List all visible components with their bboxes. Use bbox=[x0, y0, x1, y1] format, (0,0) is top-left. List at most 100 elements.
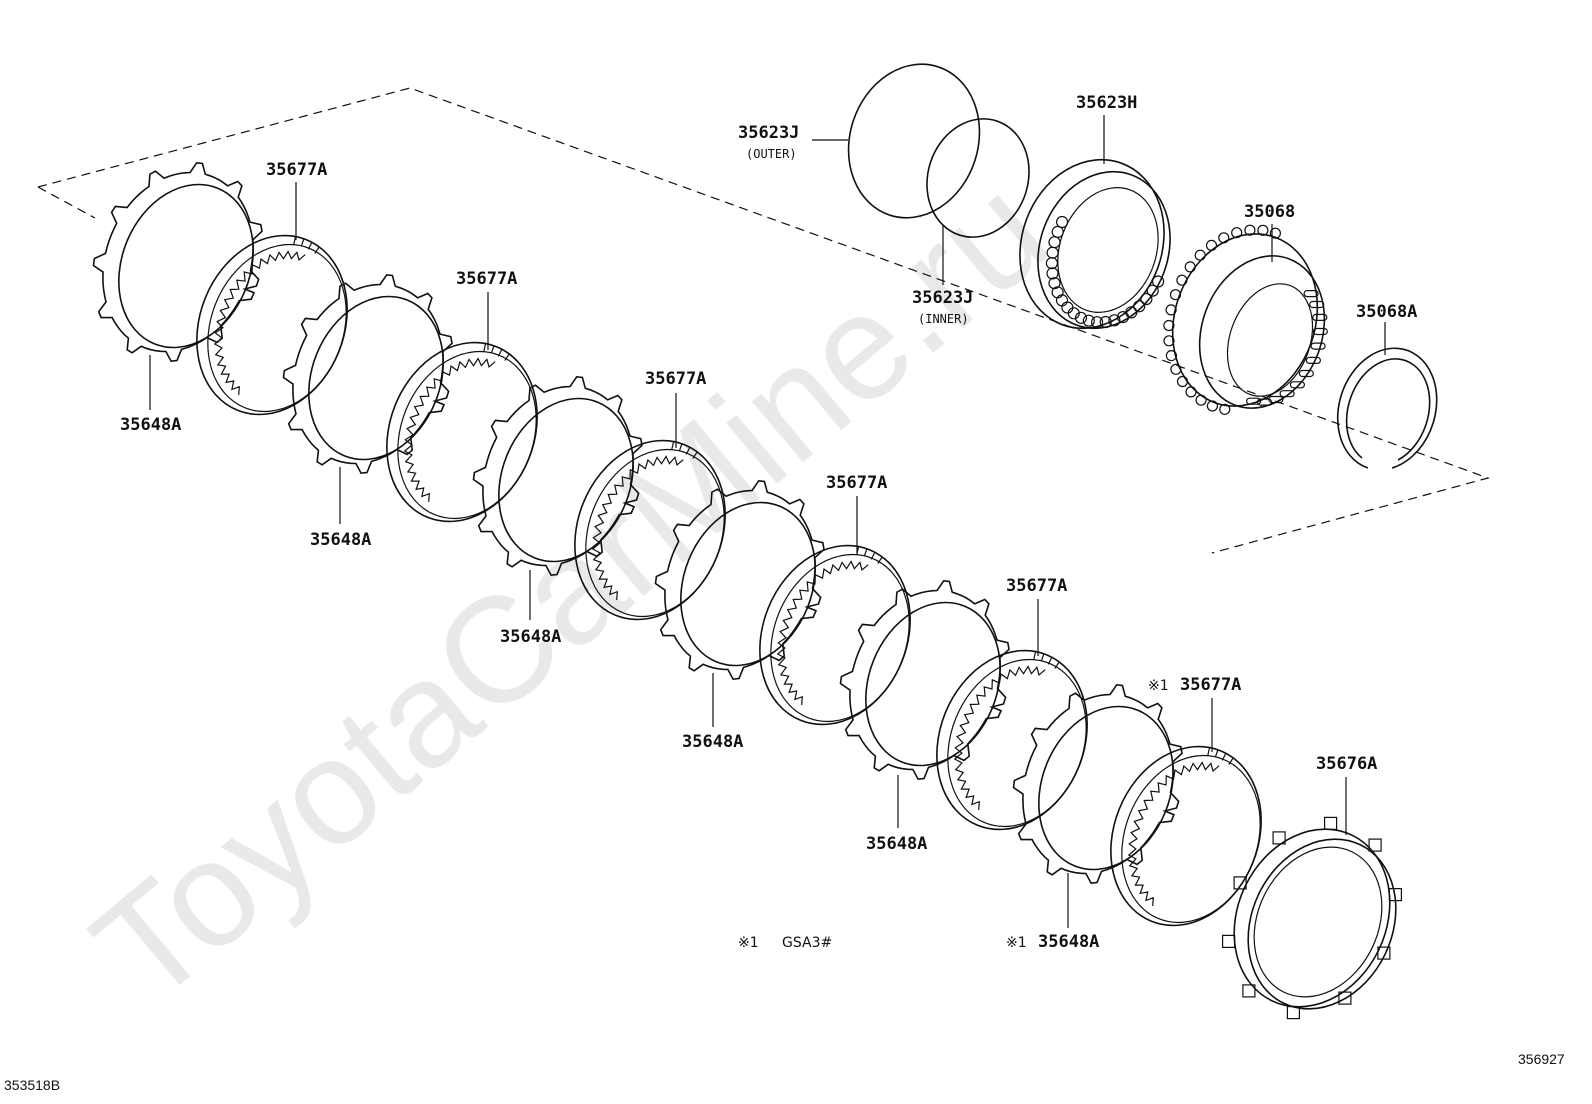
piston-hole bbox=[1099, 315, 1112, 329]
outer-seal-ring bbox=[847, 63, 981, 219]
drum-lug bbox=[1184, 261, 1196, 273]
flange-lug bbox=[1221, 934, 1236, 949]
callout-35648a-1: 35648A bbox=[120, 415, 181, 435]
piston-hole bbox=[1051, 286, 1064, 299]
drum-lug bbox=[1231, 227, 1243, 239]
leader-lines bbox=[149, 115, 1386, 928]
flange-lug bbox=[1272, 831, 1286, 845]
piston-hole bbox=[1140, 292, 1153, 306]
callout-35648a-4: 35648A bbox=[682, 732, 743, 752]
callout-35677a-1: 35677A bbox=[266, 160, 327, 180]
return-spring bbox=[1298, 369, 1314, 378]
callout-35676a: 35676A bbox=[1316, 754, 1377, 774]
flange-lug bbox=[1377, 946, 1391, 960]
drum-lug bbox=[1165, 350, 1178, 362]
drum-lug bbox=[1185, 386, 1197, 398]
piston-hole bbox=[1082, 314, 1095, 327]
piston-hole bbox=[1090, 316, 1104, 329]
flange-lug bbox=[1368, 838, 1382, 852]
drum-lug bbox=[1176, 274, 1188, 286]
piston-hole bbox=[1061, 301, 1074, 314]
steel-plate bbox=[1012, 683, 1183, 885]
callout-35623j-inner: 35623J bbox=[912, 288, 973, 308]
drum-lug bbox=[1219, 403, 1231, 415]
callout-35677a-6-mark: ※1 bbox=[1148, 678, 1169, 694]
flange-plate-35676a bbox=[1221, 816, 1403, 1020]
flange-lug bbox=[1338, 991, 1352, 1005]
return-spring bbox=[1309, 300, 1325, 309]
flange-lug bbox=[1233, 876, 1247, 890]
piston-hole bbox=[1133, 300, 1146, 313]
footnote-mark: ※1 bbox=[738, 935, 759, 951]
piston-hole bbox=[1051, 225, 1064, 238]
callout-35677a-4: 35677A bbox=[826, 473, 887, 493]
drum-lug bbox=[1165, 304, 1177, 316]
drum-lug bbox=[1195, 394, 1207, 406]
steel-plate bbox=[92, 161, 263, 363]
flange-lug bbox=[1388, 887, 1403, 902]
piston-hole bbox=[1108, 314, 1121, 327]
callout-35648a-3: 35648A bbox=[500, 627, 561, 647]
drum-lug bbox=[1169, 289, 1182, 301]
clutch-drum-35068 bbox=[1163, 224, 1328, 415]
callout-35623j-outer: 35623J bbox=[738, 123, 799, 143]
friction-disc bbox=[386, 341, 538, 523]
callout-35677a-2: 35677A bbox=[456, 269, 517, 289]
drum-lug bbox=[1170, 363, 1182, 375]
piston-hole bbox=[1146, 284, 1159, 297]
group-outline-dashed-tick bbox=[37, 186, 96, 219]
footnote-text: GSA3# bbox=[782, 935, 832, 951]
return-spring bbox=[1279, 390, 1295, 398]
steel-plate bbox=[654, 479, 825, 681]
callout-35068a: 35068A bbox=[1356, 302, 1417, 322]
callout-35068: 35068 bbox=[1244, 202, 1295, 222]
piston-35623h bbox=[1019, 158, 1171, 330]
drum-lug bbox=[1163, 335, 1175, 347]
drum-lug bbox=[1269, 227, 1282, 239]
callout-35623h: 35623H bbox=[1076, 93, 1137, 113]
drum-lug bbox=[1244, 224, 1256, 236]
piston-hole bbox=[1116, 311, 1130, 324]
steel-plate bbox=[282, 273, 453, 475]
piston-hole bbox=[1151, 275, 1165, 288]
diagram-id-left: 353518B bbox=[4, 1077, 60, 1093]
return-spring bbox=[1310, 342, 1326, 350]
diagram-id-right: 356927 bbox=[1518, 1051, 1565, 1067]
callout-35677a-6: 35677A bbox=[1180, 675, 1241, 695]
return-spring bbox=[1303, 290, 1319, 298]
friction-disc bbox=[759, 544, 911, 726]
drum-lug bbox=[1163, 319, 1175, 332]
callout-35623j-outer-sub: (OUTER) bbox=[746, 147, 797, 161]
friction-disc bbox=[574, 439, 726, 621]
callout-35623j-inner-sub: (INNER) bbox=[918, 312, 969, 326]
inner-seal-ring bbox=[926, 118, 1030, 238]
flange-lug bbox=[1286, 1005, 1301, 1020]
friction-disc bbox=[936, 649, 1088, 831]
drum-lug bbox=[1218, 232, 1230, 244]
friction-disc bbox=[196, 234, 348, 416]
callout-35677a-3: 35677A bbox=[645, 369, 706, 389]
flange-lug bbox=[1323, 816, 1338, 831]
return-spring bbox=[1245, 397, 1262, 405]
drum-lug bbox=[1205, 239, 1218, 251]
callout-35648a-2: 35648A bbox=[310, 530, 371, 550]
piston-hole bbox=[1074, 311, 1088, 324]
steel-plate bbox=[472, 375, 643, 577]
drum-lug bbox=[1257, 224, 1269, 236]
callout-35648a-5: 35648A bbox=[866, 834, 927, 854]
steel-plate bbox=[839, 579, 1010, 781]
piston-hole bbox=[1046, 267, 1059, 280]
return-spring bbox=[1289, 381, 1306, 389]
return-spring bbox=[1256, 398, 1273, 406]
snap-ring-35068a bbox=[1336, 347, 1438, 469]
drum-lug bbox=[1194, 249, 1206, 261]
callout-35648a-6: 35648A bbox=[1038, 932, 1099, 952]
friction-disc bbox=[1110, 745, 1262, 927]
flange-lug bbox=[1242, 984, 1256, 998]
piston-hole bbox=[1048, 277, 1061, 290]
return-spring bbox=[1312, 327, 1328, 336]
drum-lug bbox=[1176, 375, 1189, 388]
return-spring bbox=[1305, 356, 1322, 364]
callout-35648a-6-mark: ※1 bbox=[1006, 935, 1027, 951]
